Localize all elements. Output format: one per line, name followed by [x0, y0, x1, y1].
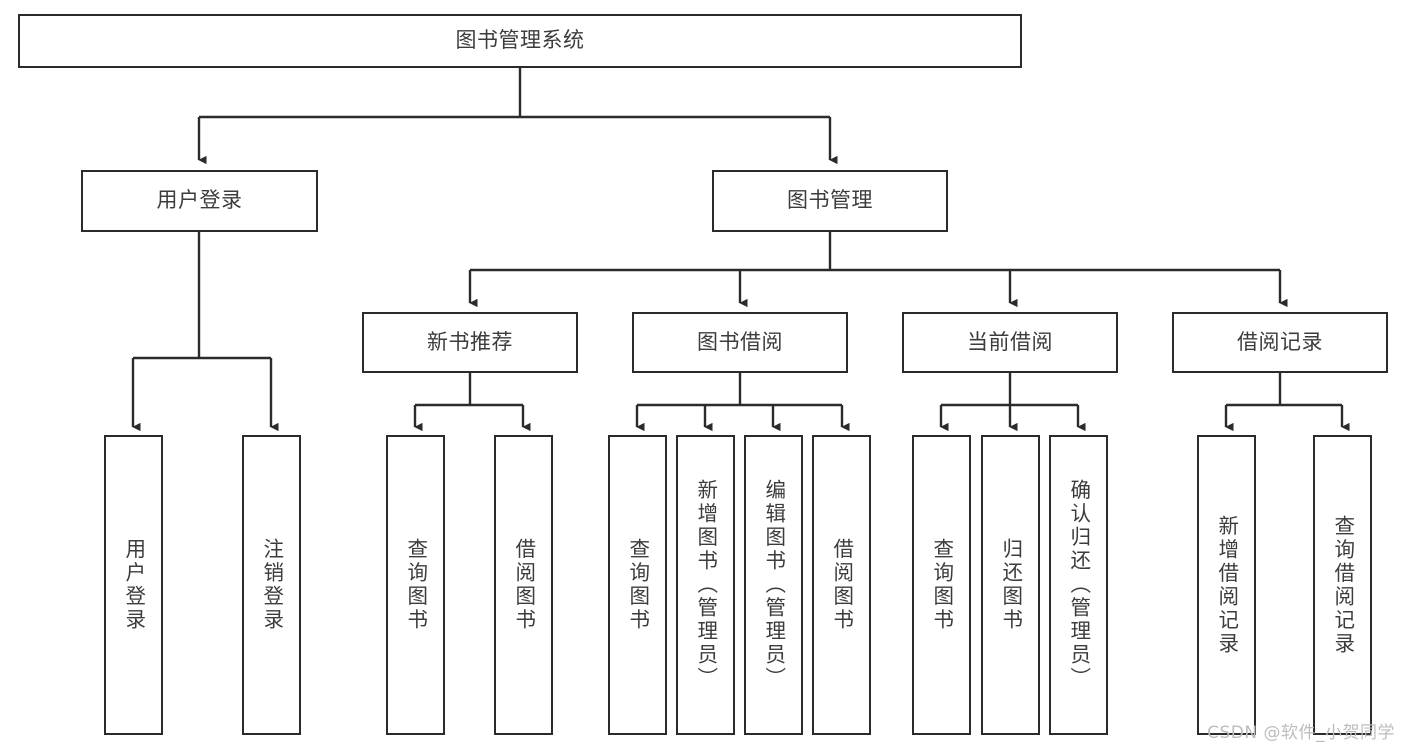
leaf-user-logout[interactable]: 注销登录: [242, 435, 301, 735]
node-label: 注销登录: [259, 538, 284, 632]
node-label: 新增图书（管理员）: [693, 479, 718, 691]
leaf-recommend-query-book[interactable]: 查询图书: [386, 435, 445, 735]
leaf-user-login[interactable]: 用户登录: [104, 435, 163, 735]
node-new-book-recommend[interactable]: 新书推荐: [362, 312, 578, 373]
node-current-borrow[interactable]: 当前借阅: [902, 312, 1118, 373]
leaf-borrow-query-book[interactable]: 查询图书: [608, 435, 667, 735]
watermark-text: CSDN @软件_小贺同学: [1207, 723, 1395, 743]
node-label: 归还图书: [998, 538, 1023, 632]
node-label: 查询借阅记录: [1330, 514, 1355, 656]
node-label: 新增借阅记录: [1214, 514, 1239, 656]
node-label: 借阅记录: [1237, 329, 1323, 354]
node-label: 新书推荐: [427, 329, 513, 354]
node-root-system[interactable]: 图书管理系统: [18, 14, 1022, 68]
leaf-current-confirm-return[interactable]: 确认归还（管理员）: [1049, 435, 1108, 735]
node-label: 图书管理系统: [455, 28, 585, 53]
leaf-current-return-book[interactable]: 归还图书: [981, 435, 1040, 735]
node-label: 查询图书: [625, 538, 650, 632]
leaf-record-query[interactable]: 查询借阅记录: [1313, 435, 1372, 735]
node-label: 编辑图书（管理员）: [761, 479, 786, 691]
node-user-login[interactable]: 用户登录: [81, 170, 318, 232]
node-label: 当前借阅: [967, 329, 1053, 354]
node-label: 用户登录: [121, 538, 146, 632]
node-label: 图书管理: [787, 188, 873, 213]
node-label: 用户登录: [156, 188, 243, 213]
node-label: 借阅图书: [511, 538, 536, 632]
leaf-borrow-add-book[interactable]: 新增图书（管理员）: [676, 435, 735, 735]
node-label: 图书借阅: [697, 329, 783, 354]
node-label: 借阅图书: [829, 538, 854, 632]
leaf-recommend-borrow-book[interactable]: 借阅图书: [494, 435, 553, 735]
node-label: 确认归还（管理员）: [1066, 479, 1091, 691]
leaf-borrow-borrow-book[interactable]: 借阅图书: [812, 435, 871, 735]
node-borrow-record[interactable]: 借阅记录: [1172, 312, 1388, 373]
leaf-current-query-book[interactable]: 查询图书: [912, 435, 971, 735]
node-label: 查询图书: [403, 538, 428, 632]
node-label: 查询图书: [929, 538, 954, 632]
leaf-record-add[interactable]: 新增借阅记录: [1197, 435, 1256, 735]
node-book-management[interactable]: 图书管理: [712, 170, 948, 232]
node-book-borrow[interactable]: 图书借阅: [632, 312, 848, 373]
leaf-borrow-edit-book[interactable]: 编辑图书（管理员）: [744, 435, 803, 735]
